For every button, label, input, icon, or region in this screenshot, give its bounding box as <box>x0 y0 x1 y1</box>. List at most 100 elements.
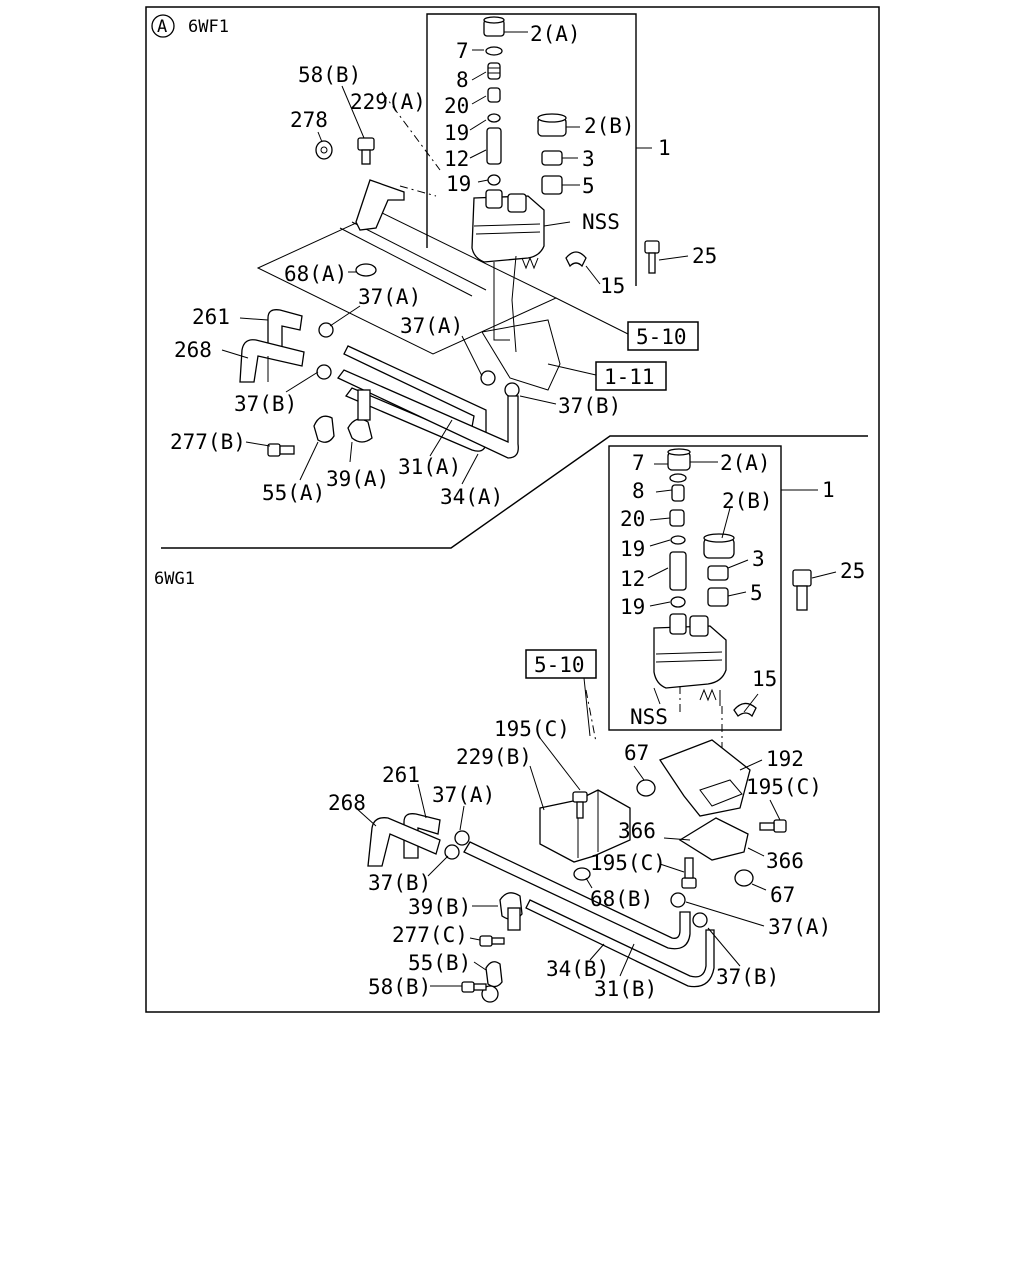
bottom-assembly: 7 2(A) 1 8 2(B) 20 19 3 25 12 5 19 15 NS… <box>328 445 865 1003</box>
adapter-5-bottom <box>707 587 729 607</box>
label-15: 15 <box>600 274 625 298</box>
label-7: 7 <box>456 39 469 63</box>
clip-55b <box>485 961 503 988</box>
hose-268-top <box>239 339 305 383</box>
ring-19-lower <box>487 174 501 186</box>
label-68a: 68(A) <box>284 262 347 286</box>
label-7-bottom: 7 <box>632 451 645 475</box>
nut-68b <box>573 867 591 881</box>
label-3-bottom: 3 <box>752 547 765 571</box>
ref-box-5-10-top <box>627 321 699 351</box>
label-nss: NSS <box>582 210 620 234</box>
nut-67-lower <box>734 869 754 887</box>
kit-box-bottom <box>608 445 782 731</box>
label-19-upper: 19 <box>444 121 469 145</box>
label-15-bottom: 15 <box>752 667 777 691</box>
spring-8 <box>487 62 501 80</box>
label-366-right: 366 <box>766 849 804 873</box>
hose-261-bottom <box>403 813 441 859</box>
label-195c-left: 195(C) <box>494 717 570 741</box>
bolt-25-bottom <box>792 569 812 587</box>
label-31a: 31(A) <box>398 455 461 479</box>
bracket-192 <box>659 739 751 817</box>
clamp-37b-lower-bottom <box>692 912 708 928</box>
ref-5-10-top: 5-10 <box>636 325 687 349</box>
section-marker: A <box>157 17 167 37</box>
label-34a: 34(A) <box>440 485 503 509</box>
bolt-195c-left <box>572 791 588 803</box>
pipe-12 <box>486 127 502 165</box>
spring-8-bottom <box>671 484 685 502</box>
section-header-top: A 6WF1 <box>151 14 229 38</box>
seal-7 <box>485 46 503 56</box>
ref-box-5-10-bottom <box>525 649 597 679</box>
label-5-bottom: 5 <box>750 581 763 605</box>
label-37a-upper-bottom: 37(A) <box>432 783 495 807</box>
seal-3-bottom <box>707 565 729 581</box>
label-25-bottom: 25 <box>840 559 865 583</box>
ref-1-11-top: 1-11 <box>604 365 655 389</box>
label-261-bottom: 261 <box>382 763 420 787</box>
support-bracket-top <box>481 319 561 391</box>
label-nss-bottom: NSS <box>630 705 668 729</box>
label-39a: 39(A) <box>326 467 389 491</box>
pipe-12-bottom <box>669 551 687 591</box>
circle-marker-icon <box>151 14 175 38</box>
reservoir-tank-bottom <box>653 625 727 689</box>
ref-5-10-bottom: 5-10 <box>534 653 585 677</box>
label-277c: 277(C) <box>392 923 468 947</box>
label-12-bottom: 12 <box>620 567 645 591</box>
adapter-5 <box>541 175 563 195</box>
reservoir-tank-top <box>471 195 545 263</box>
label-278: 278 <box>290 108 328 132</box>
label-37b-right: 37(B) <box>558 394 621 418</box>
nut-68a <box>355 263 377 277</box>
label-5: 5 <box>582 174 595 198</box>
label-58b-bottom: 58(B) <box>368 975 431 999</box>
label-2a-bottom: 2(A) <box>720 451 771 475</box>
label-20: 20 <box>444 94 469 118</box>
label-1-bottom: 1 <box>822 478 835 502</box>
hose-261-top <box>267 309 303 357</box>
label-2b-bottom: 2(B) <box>722 489 773 513</box>
label-261: 261 <box>192 305 230 329</box>
bolt-277c <box>479 935 493 947</box>
section-divider <box>161 435 868 549</box>
plug-20 <box>487 87 501 103</box>
pipe-31b <box>525 899 715 988</box>
label-67-upper: 67 <box>624 741 649 765</box>
nut-67-upper <box>636 779 656 797</box>
label-58b: 58(B) <box>298 63 361 87</box>
label-20-bottom: 20 <box>620 507 645 531</box>
bolt-195c-right <box>773 819 787 833</box>
ring-19-upper <box>487 113 501 123</box>
pipe-34a <box>337 369 519 459</box>
ring-19-upper-bottom <box>670 535 686 545</box>
clip-55a <box>313 415 335 443</box>
kit-box-top <box>426 13 637 286</box>
label-55b: 55(B) <box>408 951 471 975</box>
bolt-195c-lower <box>681 877 697 889</box>
bolt-58b-bottom <box>461 981 475 993</box>
pipe-34b <box>463 841 691 950</box>
label-67-lower: 67 <box>770 883 795 907</box>
clamp-37a-middle <box>480 370 496 386</box>
label-39b: 39(B) <box>408 895 471 919</box>
label-195c-lower: 195(C) <box>590 851 666 875</box>
label-37b-upper-bottom: 37(B) <box>368 871 431 895</box>
label-268: 268 <box>174 338 212 362</box>
section-code-bottom: 6WG1 <box>154 569 195 589</box>
label-68b: 68(B) <box>590 887 653 911</box>
label-34b: 34(B) <box>546 957 609 981</box>
label-2b: 2(B) <box>584 114 635 138</box>
bolt-25-top <box>644 240 660 254</box>
label-19-upper-bottom: 19 <box>620 537 645 561</box>
label-268-bottom: 268 <box>328 791 366 815</box>
label-19-lower-bottom: 19 <box>620 595 645 619</box>
label-366-left: 366 <box>618 819 656 843</box>
label-37b-lower-bottom: 37(B) <box>716 965 779 989</box>
label-25: 25 <box>692 244 717 268</box>
clamp-37b-upper-bottom <box>444 844 460 860</box>
ref-box-1-11-top <box>595 361 667 391</box>
